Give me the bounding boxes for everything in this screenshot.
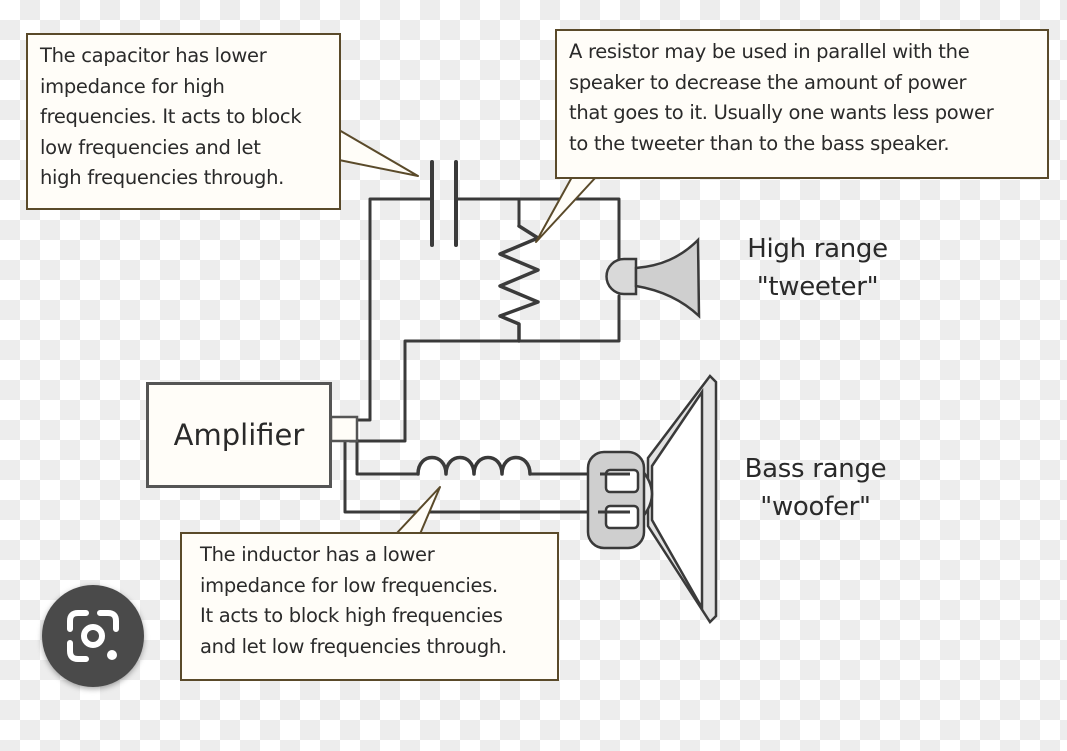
tweeter-horn (634, 237, 701, 319)
inductor-note: The inductor has a lower impedance for l… (180, 532, 559, 681)
inductor-coil (416, 455, 532, 476)
amplifier-label: Amplifier (173, 418, 305, 452)
capacitor-note-line: frequencies. It acts to block (40, 105, 302, 128)
wire-woofer-return (343, 438, 600, 514)
resistor-note-line: A resistor may be used in parallel with … (569, 40, 970, 63)
camera-search-icon (67, 610, 119, 662)
woofer-magnet (586, 450, 646, 550)
inductor-note-line: The inductor has a lower (200, 543, 435, 566)
inductor-note-line: and let low frequencies through. (200, 634, 507, 658)
tweeter-label-line: High range (747, 234, 888, 264)
woofer-pole-bottom (604, 504, 640, 530)
resistor-note: A resistor may be used in parallel with … (555, 29, 1049, 179)
capacitor-note-line: low frequencies and let (40, 135, 261, 159)
capacitor-note-line: The capacitor has lower (40, 44, 267, 67)
resistor-symbol (498, 224, 540, 343)
wire-amp-to-capacitor (348, 197, 432, 422)
amplifier-box: Amplifier (146, 382, 332, 488)
tweeter-driver (605, 257, 638, 296)
resistor-note-line: speaker to decrease the amount of power (569, 70, 967, 94)
inductor-note-line: impedance for low frequencies. (200, 573, 498, 597)
woofer-label-line: "woofer" (760, 492, 871, 522)
wire-capacitor-to-tweeter (456, 197, 621, 264)
tweeter-label: High range "tweeter" (730, 230, 905, 306)
tweeter-label-line: "tweeter" (756, 272, 879, 302)
amplifier-terminal (329, 415, 359, 443)
capacitor-note-line: high frequencies through. (40, 166, 285, 189)
woofer-speaker (586, 374, 718, 624)
tweeter-speaker (605, 237, 701, 319)
inductor-note-line: It acts to block high frequencies (200, 604, 503, 627)
capacitor-note-line: impedance for high (40, 74, 225, 98)
wire-amp-to-inductor (355, 438, 420, 476)
capacitor-note: The capacitor has lower impedance for hi… (26, 33, 341, 210)
resistor-note-line: that goes to it. Usually one wants less … (569, 101, 994, 124)
visual-search-button[interactable] (42, 585, 144, 687)
woofer-label: Bass range "woofer" (728, 450, 903, 526)
resistor-note-line: to the tweeter than to the bass speaker. (569, 131, 950, 155)
resistor-callout-pointer (535, 176, 597, 243)
wire-tweeter-return (348, 294, 621, 443)
woofer-label-line: Bass range (744, 454, 887, 484)
capacitor-callout-pointer (338, 129, 419, 177)
